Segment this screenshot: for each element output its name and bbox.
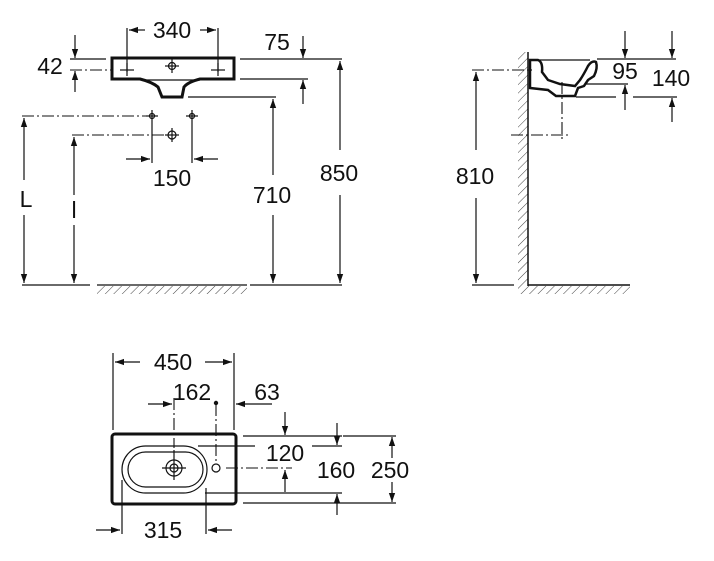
dim-42: 42 <box>37 53 63 79</box>
floor-hatch <box>97 286 247 294</box>
dim-95: 95 <box>612 58 638 84</box>
basin-side-profile <box>528 58 598 98</box>
label-l: l <box>71 197 76 223</box>
dim-315: 315 <box>144 517 182 543</box>
dim-140: 140 <box>652 65 690 91</box>
dim-450: 450 <box>154 349 192 375</box>
drain-icon <box>162 450 186 480</box>
dim-850: 850 <box>320 160 358 186</box>
basin-front-outline <box>110 56 236 99</box>
dim-150: 150 <box>153 165 191 191</box>
wall-hatch <box>518 52 528 294</box>
dim-710: 710 <box>253 182 291 208</box>
supply-points <box>146 110 198 163</box>
floor-hatch-side <box>528 286 630 294</box>
dim-250: 250 <box>371 457 409 483</box>
dim-75: 75 <box>264 29 290 55</box>
dim-63: 63 <box>254 379 280 405</box>
top-view: 450 162 63 120 160 250 315 <box>96 349 409 543</box>
tap-hole <box>211 463 221 473</box>
dim-120: 120 <box>266 440 304 466</box>
front-view: 340 42 75 850 710 L l <box>20 17 358 294</box>
dim-160: 160 <box>317 457 355 483</box>
side-view: 810 95 140 <box>456 31 690 294</box>
bowl-inner <box>127 451 204 488</box>
bowl-outer <box>121 445 208 494</box>
label-L: L <box>20 186 33 212</box>
dim-162: 162 <box>173 379 211 405</box>
dim-810: 810 <box>456 163 494 189</box>
dim-340: 340 <box>153 17 191 43</box>
